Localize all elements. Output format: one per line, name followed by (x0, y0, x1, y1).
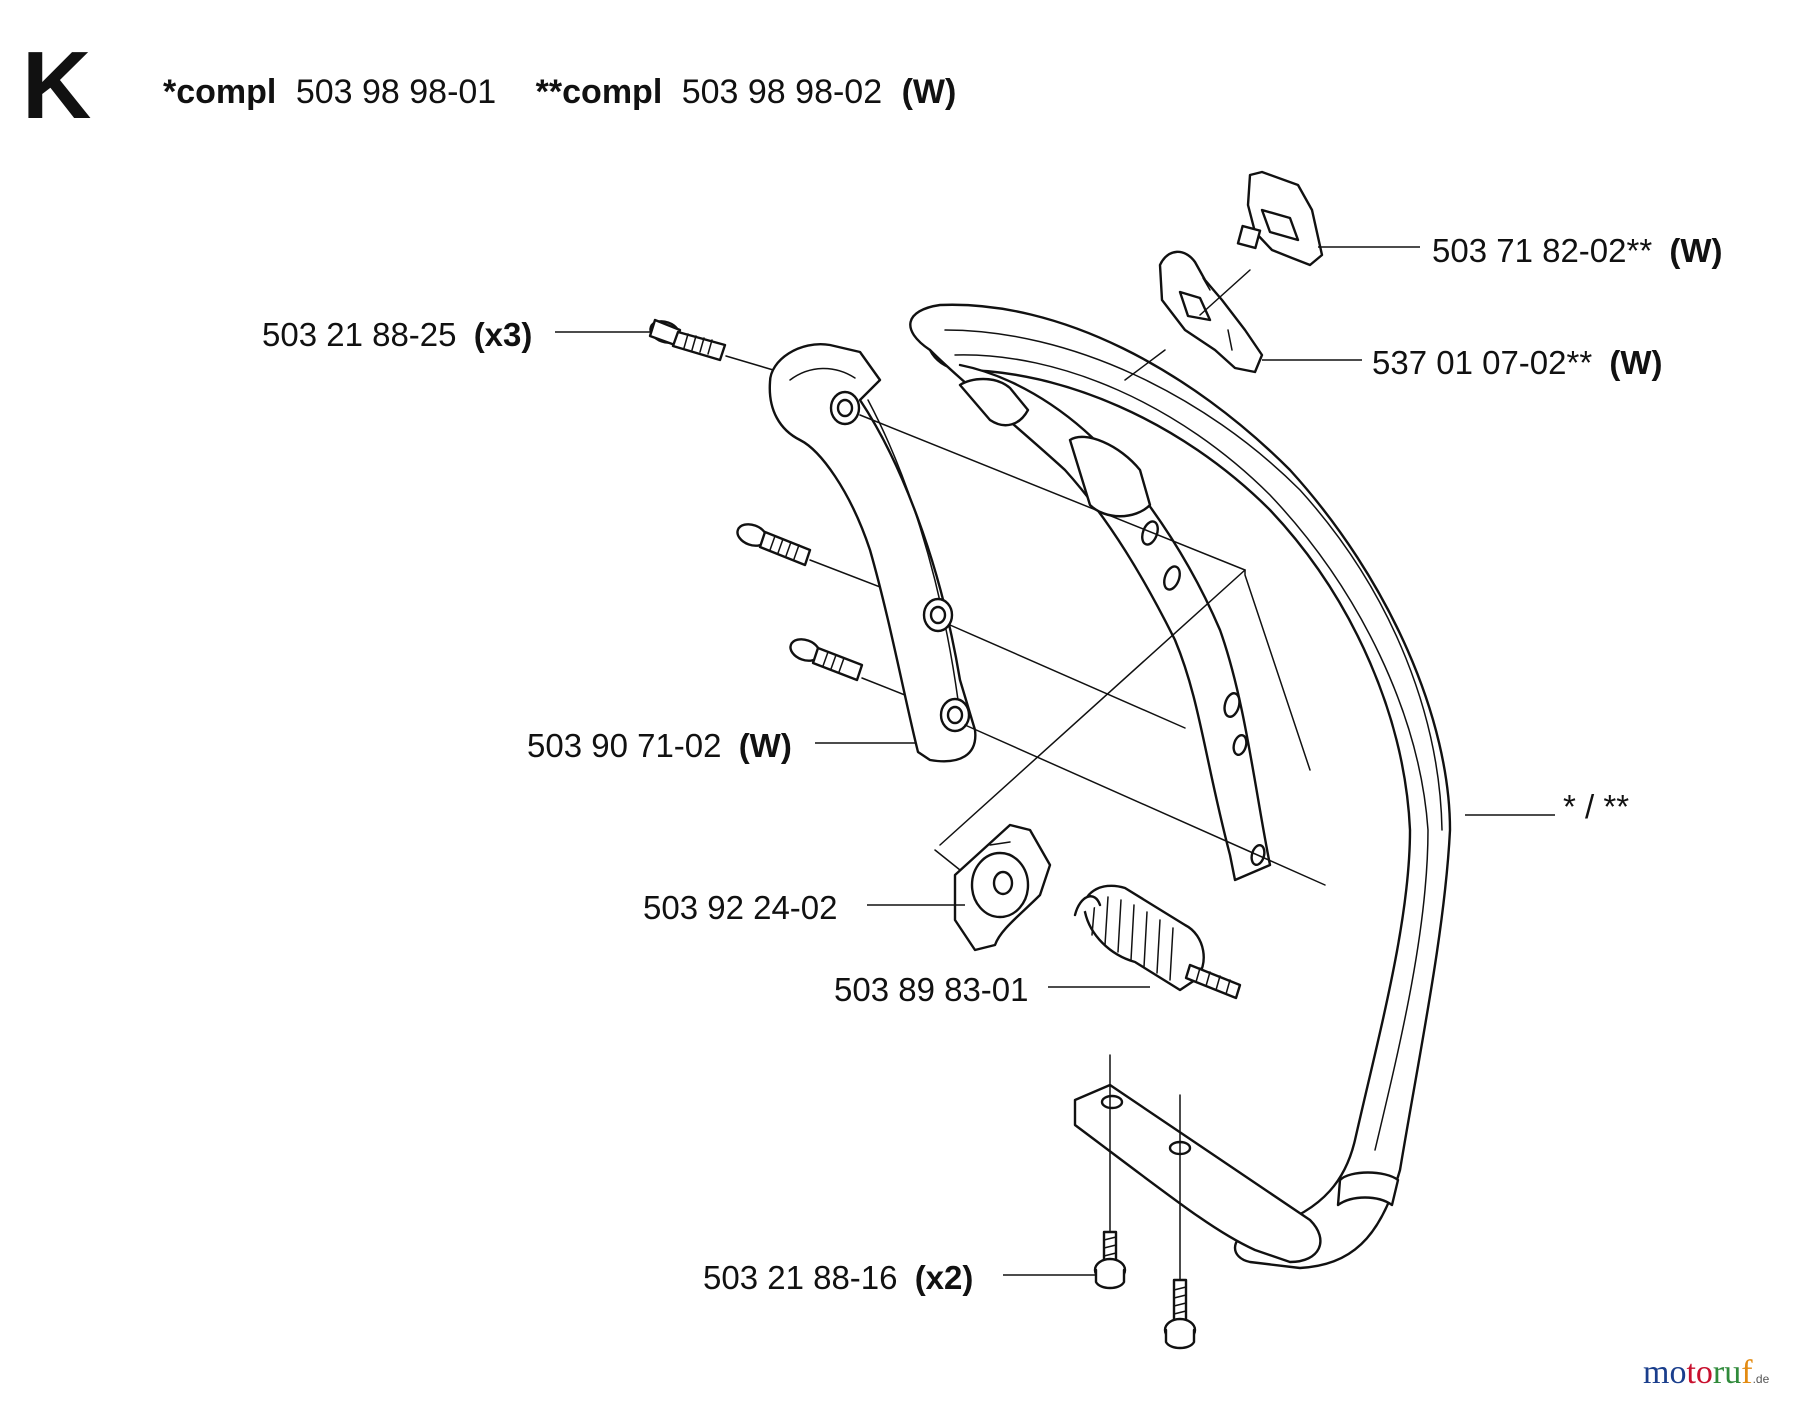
callout-spring-number: 503 89 83-01 (834, 971, 1029, 1008)
callout-switch: 503 71 82-02** (W) (1432, 232, 1723, 269)
callout-screw-x3: 503 21 88-25 (x3) (262, 316, 532, 353)
callout-screw-x2: 503 21 88-16 (x2) (703, 1259, 973, 1296)
switch-part (1236, 170, 1324, 267)
callout-bracket: 503 90 71-02 (W) (527, 727, 792, 764)
callout-bracket-number: 503 90 71-02 (527, 727, 722, 764)
callout-switch-number: 503 71 82-02** (1432, 232, 1652, 269)
callout-switch-holder-suffix: (W) (1609, 344, 1662, 381)
plate-part (953, 823, 1052, 952)
callout-screw-x3-number: 503 21 88-25 (262, 316, 457, 353)
callout-plate: 503 92 24-02 (643, 889, 838, 926)
callout-screw-x2-number: 503 21 88-16 (703, 1259, 898, 1296)
screw-middle-2 (789, 638, 864, 682)
callout-plate-number: 503 92 24-02 (643, 889, 838, 926)
callout-switch-suffix: (W) (1669, 232, 1722, 269)
screw-top (648, 318, 727, 362)
screw-bottom-1 (1093, 1230, 1127, 1290)
switch-holder-part (1158, 250, 1264, 374)
callout-screw-x3-suffix: (x3) (474, 316, 533, 353)
compl2-prefix: **compl (536, 73, 663, 111)
compl2-suffix: (W) (902, 73, 957, 111)
callout-switch-holder: 537 01 07-02** (W) (1372, 344, 1663, 381)
screw-bottom-2 (1163, 1278, 1197, 1350)
bracket-part (768, 343, 977, 763)
screw-middle-1 (736, 523, 812, 567)
watermark-logo: motoruf.de (1643, 1354, 1770, 1391)
compl2-number: 503 98 98-02 (682, 73, 882, 111)
section-letter: K (22, 32, 91, 139)
spring-part (1073, 884, 1242, 1000)
callout-spring: 503 89 83-01 (834, 971, 1029, 1008)
compl1-number: 503 98 98-01 (296, 73, 496, 111)
compl1-prefix: *compl (163, 73, 276, 111)
svg-text:motoruf.de: motoruf.de (1643, 1354, 1770, 1391)
callout-switch-holder-number: 537 01 07-02** (1372, 344, 1592, 381)
callout-screw-x2-suffix: (x2) (915, 1259, 974, 1296)
callout-handlebar-number: * / ** (1563, 788, 1629, 825)
callout-bracket-suffix: (W) (739, 727, 792, 764)
callout-handlebar: * / ** (1563, 788, 1629, 825)
header-assembly-numbers: *compl 503 98 98-01 **compl 503 98 98-02… (163, 73, 956, 111)
